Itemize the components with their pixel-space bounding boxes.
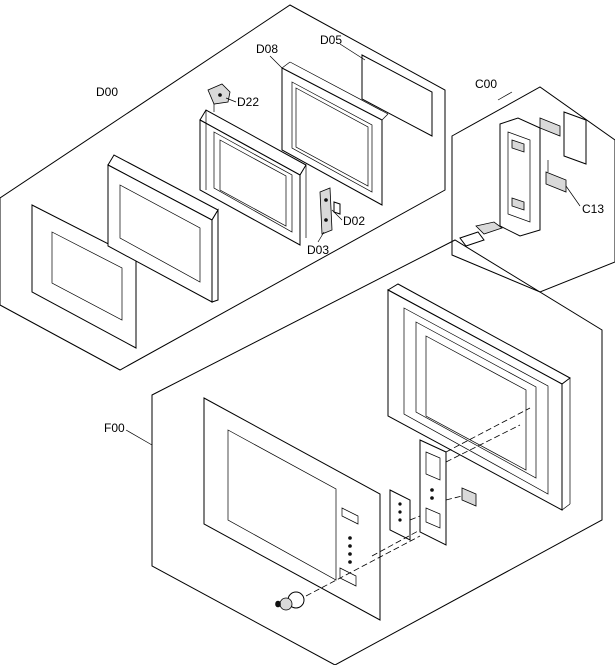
label-d05: D05 bbox=[320, 33, 342, 47]
control-panel-frame bbox=[499, 117, 541, 237]
trim-control-strip bbox=[419, 439, 447, 546]
f00-group: F00 bbox=[104, 239, 603, 666]
trim-frame bbox=[386, 283, 571, 511]
part-d02-latch bbox=[319, 187, 341, 235]
control-knob bbox=[275, 591, 305, 611]
f00-outline bbox=[151, 239, 603, 666]
control-small-panel bbox=[459, 231, 485, 247]
label-d22: D22 bbox=[237, 95, 259, 109]
trim-connector bbox=[461, 487, 477, 507]
d00-group: D00 D08 D05 D22 D02 D03 bbox=[0, 4, 446, 371]
label-c13: C13 bbox=[582, 202, 604, 216]
label-c00: C00 bbox=[475, 77, 497, 91]
trim-button-pad bbox=[389, 489, 411, 541]
d00-outline bbox=[0, 4, 446, 371]
part-d22-hinge bbox=[207, 83, 231, 112]
label-d02: D02 bbox=[343, 214, 365, 228]
part-c13-connector bbox=[545, 171, 567, 193]
c00-group: C00 C13 bbox=[451, 77, 615, 293]
door-inner-frame bbox=[199, 109, 307, 246]
label-d08: D08 bbox=[256, 42, 278, 56]
control-button bbox=[475, 221, 503, 235]
control-module bbox=[539, 117, 561, 137]
door-outer-glass bbox=[31, 204, 137, 349]
label-d00: D00 bbox=[96, 85, 118, 99]
label-d03: D03 bbox=[307, 243, 329, 257]
label-f00: F00 bbox=[104, 421, 125, 435]
door-frame bbox=[107, 154, 219, 303]
c00-outline bbox=[451, 86, 615, 293]
front-panel bbox=[203, 397, 381, 621]
control-pcb bbox=[563, 111, 587, 165]
part-d05-glass bbox=[361, 54, 433, 137]
part-d08-frame bbox=[281, 61, 389, 206]
